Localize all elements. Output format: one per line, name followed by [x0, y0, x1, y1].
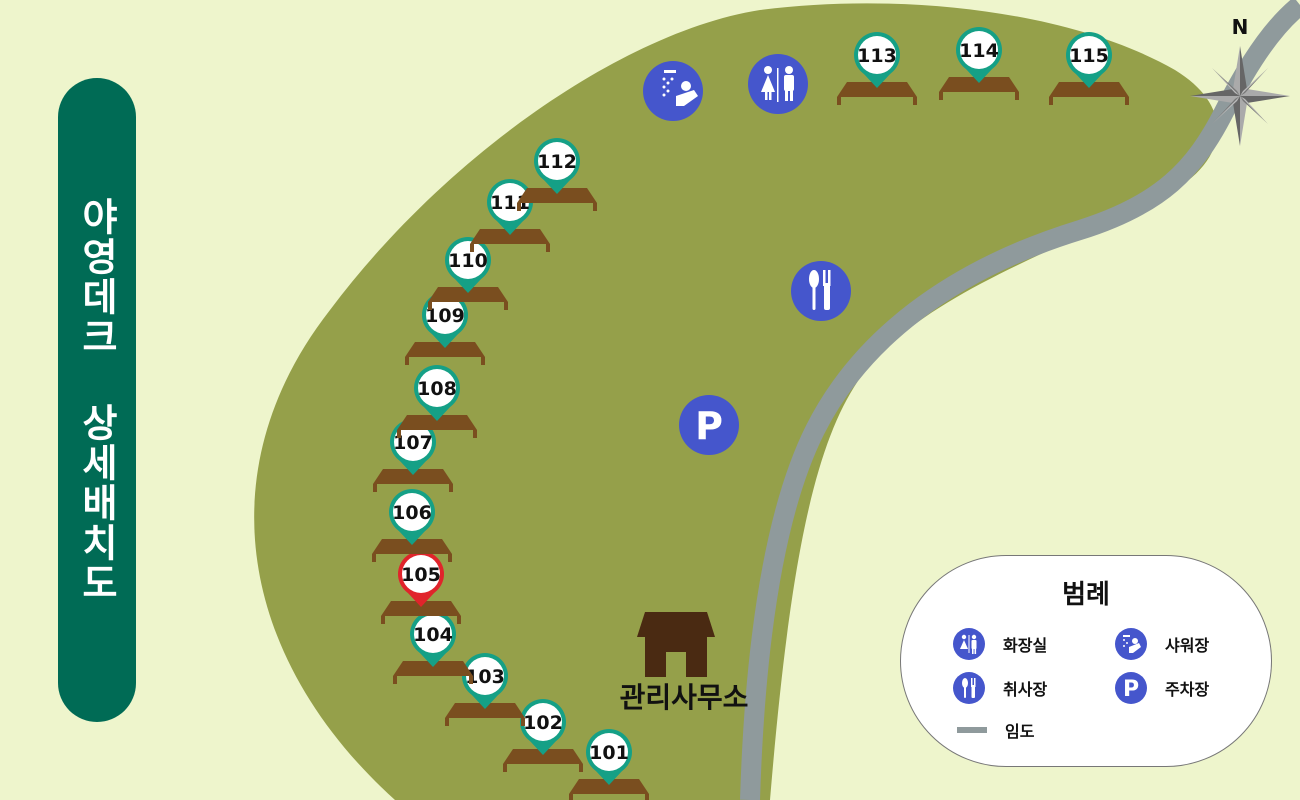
deck-platform: [373, 469, 453, 492]
deck-site-102[interactable]: 102: [503, 699, 583, 772]
parking-icon: P: [1115, 672, 1147, 704]
deck-site-110[interactable]: 110: [428, 237, 508, 310]
deck-number: 109: [425, 305, 465, 327]
deck-number: 110: [448, 250, 488, 272]
legend-label-restroom: 화장실: [1003, 636, 1048, 655]
legend-label-road: 임도: [1005, 722, 1035, 741]
deck-platform: [393, 661, 473, 684]
deck-platform: [503, 749, 583, 772]
deck-number: 102: [523, 712, 563, 734]
location-pin-icon: [854, 32, 900, 88]
deck-site-108[interactable]: 108: [397, 365, 477, 438]
deck-site-112[interactable]: 112: [517, 138, 597, 211]
restroom-icon: [761, 66, 794, 102]
deck-site-103[interactable]: 103: [445, 653, 525, 726]
shower-icon: [1115, 628, 1147, 660]
deck-number: 103: [465, 666, 505, 688]
restroom-icon: [953, 628, 985, 660]
legend-label-parking: 주차장: [1165, 680, 1210, 699]
deck-number: 106: [392, 502, 432, 524]
legend-label-cooking: 취사장: [1003, 680, 1048, 699]
location-pin-icon: [390, 419, 436, 475]
utensils-icon: [953, 672, 985, 704]
deck-site-106[interactable]: 106: [372, 489, 452, 562]
deck-site-105[interactable]: 105: [381, 551, 461, 624]
deck-site-109[interactable]: 109: [405, 292, 485, 365]
legend-title: 범례: [1062, 580, 1110, 610]
parking-icon: P: [695, 404, 723, 448]
utensils-icon: [809, 270, 831, 310]
deck-number: 105: [401, 564, 441, 586]
deck-platform: [381, 601, 461, 624]
legend-item-cooking: 취사장: [953, 672, 1047, 704]
compass-north-label: N: [1232, 15, 1249, 39]
deck-number: 108: [417, 378, 457, 400]
location-pin-icon: [422, 292, 468, 348]
location-pin-icon: [410, 611, 456, 667]
deck-platform: [569, 779, 649, 800]
deck-site-111[interactable]: 111: [470, 179, 550, 252]
location-pin-icon: [534, 138, 580, 194]
cooking-facility[interactable]: [791, 261, 851, 321]
location-pin-icon: [487, 179, 533, 235]
restroom-facility[interactable]: [748, 54, 808, 114]
parking-glyph: P: [1123, 677, 1139, 702]
deck-site-115[interactable]: 115: [1049, 32, 1129, 105]
deck-platform: [1049, 82, 1129, 105]
deck-number: 101: [589, 742, 629, 764]
page-title: 야영데크 상세배치도: [74, 197, 119, 603]
deck-number: 113: [857, 45, 897, 67]
deck-platform: [397, 415, 477, 438]
compass-rose: [1190, 46, 1290, 146]
deck-platform: [405, 342, 485, 365]
location-pin-icon: [445, 237, 491, 293]
deck-platform: [837, 82, 917, 105]
location-pin-icon: [389, 489, 435, 545]
deck-platform: [372, 539, 452, 562]
location-pin-icon: [956, 27, 1002, 83]
location-pin-icon: [1066, 32, 1112, 88]
deck-site-104[interactable]: 104: [393, 611, 473, 684]
shower-icon: [662, 70, 698, 106]
management-office-label: 관리사무소: [620, 681, 749, 714]
legend-item-shower: 샤워장: [1115, 628, 1209, 660]
title-banner: 야영데크 상세배치도: [58, 78, 136, 722]
deck-site-107[interactable]: 107: [373, 419, 453, 492]
shower-facility[interactable]: [643, 61, 703, 121]
deck-number: 104: [413, 624, 453, 646]
deck-platform: [445, 703, 525, 726]
road-line-icon: [957, 727, 987, 733]
deck-site-113[interactable]: 113: [837, 32, 917, 105]
legend-label-shower: 샤워장: [1165, 636, 1210, 655]
deck-number: 114: [959, 40, 999, 62]
location-pin-icon: [586, 729, 632, 785]
deck-site-114[interactable]: 114: [939, 27, 1019, 100]
deck-site-101[interactable]: 101: [569, 729, 649, 800]
legend-item-restroom: 화장실: [953, 628, 1047, 660]
location-pin-icon: [462, 653, 508, 709]
parking-facility[interactable]: P: [679, 395, 739, 455]
location-pin-icon: [414, 365, 460, 421]
deck-number: 112: [537, 151, 577, 173]
deck-number: 107: [393, 432, 433, 454]
deck-platform: [517, 188, 597, 211]
deck-number: 115: [1069, 45, 1109, 67]
deck-platform: [939, 77, 1019, 100]
legend-item-road: 임도: [957, 718, 1034, 742]
legend: 범례 화장실 샤워장 취사장 P 주차: [900, 555, 1272, 767]
management-office-icon: [637, 612, 715, 677]
location-pin-icon: [520, 699, 566, 755]
selected-location-pin-icon: [398, 551, 444, 607]
deck-platform: [470, 229, 550, 252]
deck-platform: [428, 287, 508, 310]
legend-item-parking: P 주차장: [1115, 672, 1209, 704]
